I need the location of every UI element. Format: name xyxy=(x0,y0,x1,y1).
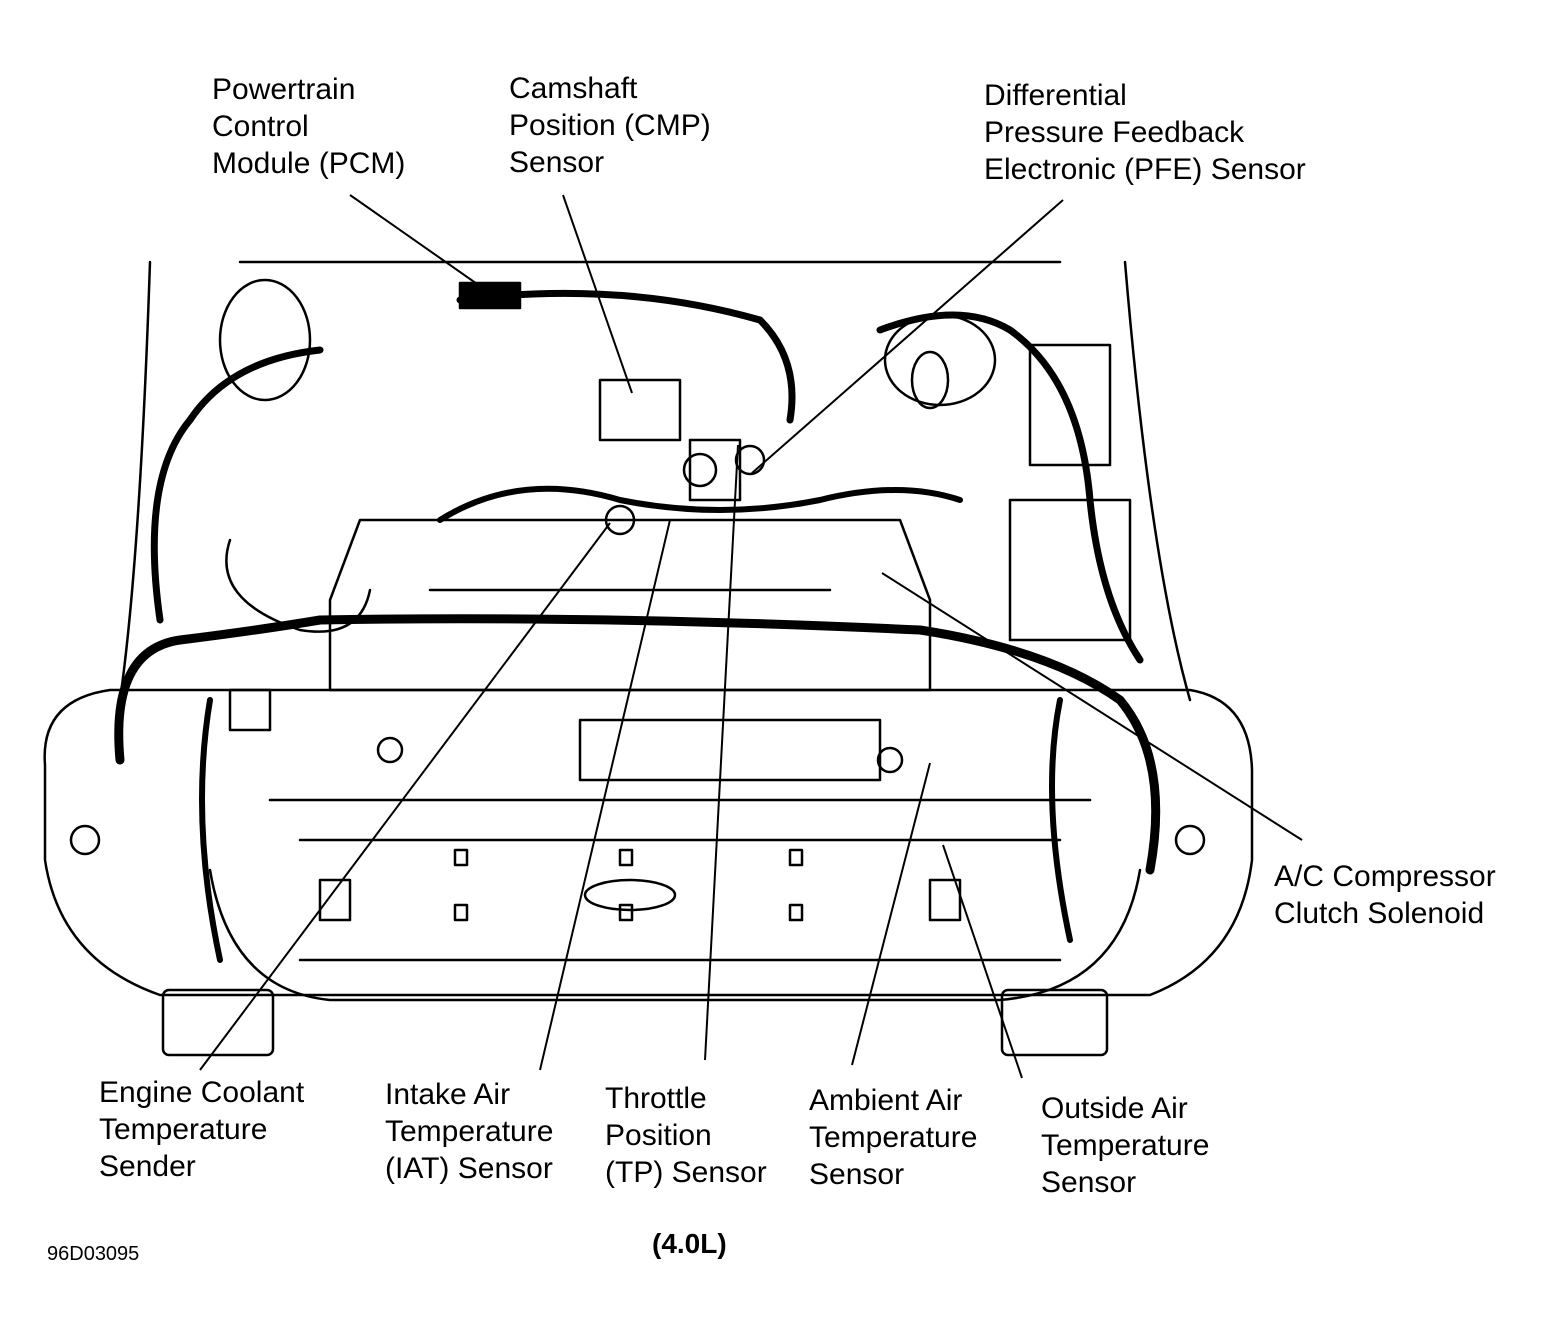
label-cmp-line3: Sensor xyxy=(509,146,605,179)
label-ect-line2: Temperature xyxy=(99,1113,268,1146)
label-ambient-line2: Temperature xyxy=(809,1121,978,1154)
body-outline xyxy=(118,260,152,702)
label-outside: Outside Air Temperature Sensor xyxy=(1041,1090,1209,1201)
label-outside-line3: Sensor xyxy=(1041,1166,1137,1199)
label-tp-line3: (TP) Sensor xyxy=(605,1156,767,1189)
engine-block xyxy=(328,518,932,692)
leader-ambient xyxy=(851,762,931,1066)
leader-tp xyxy=(704,444,739,1061)
leader-iat xyxy=(539,519,671,1071)
label-iat-line3: (IAT) Sensor xyxy=(385,1152,553,1185)
label-pcm-line2: Control xyxy=(212,110,309,143)
figure-code: 96D03095 xyxy=(47,1243,140,1265)
tow-block-left xyxy=(161,988,275,1057)
label-pfe-line3: Electronic (PFE) Sensor xyxy=(984,153,1306,186)
label-pfe-line1: Differential xyxy=(984,79,1127,112)
leader-outside xyxy=(942,844,1023,1079)
label-ac-line2: Clutch Solenoid xyxy=(1274,897,1485,930)
label-tp: Throttle Position (TP) Sensor xyxy=(605,1080,767,1191)
leader-pfe xyxy=(751,199,1064,474)
tow-block-right xyxy=(1000,988,1109,1057)
label-ambient: Ambient Air Temperature Sensor xyxy=(809,1082,977,1193)
label-ac-line1: A/C Compressor xyxy=(1274,860,1496,893)
leader-cmp xyxy=(562,194,633,394)
label-iat-line1: Intake Air xyxy=(385,1078,511,1111)
label-pfe: Differential Pressure Feedback Electroni… xyxy=(984,77,1306,188)
front-fender xyxy=(43,688,1254,997)
leader-ect xyxy=(199,522,611,1071)
label-outside-line2: Temperature xyxy=(1041,1129,1210,1162)
label-ect: Engine Coolant Temperature Sender xyxy=(99,1074,304,1185)
label-iat-line2: Temperature xyxy=(385,1115,554,1148)
battery xyxy=(1008,498,1132,642)
label-cmp-line1: Camshaft xyxy=(509,72,638,105)
label-cmp-line2: Position (CMP) xyxy=(509,109,711,142)
label-cmp: Camshaft Position (CMP) Sensor xyxy=(509,70,711,181)
wiring-harness-main xyxy=(114,614,1161,875)
label-pfe-line2: Pressure Feedback xyxy=(984,116,1245,149)
bumper xyxy=(208,868,1142,1002)
label-ambient-line1: Ambient Air xyxy=(809,1084,963,1117)
label-tp-line2: Position xyxy=(605,1119,712,1152)
leader-pcm xyxy=(349,194,491,294)
engine-size-caption: (4.0L) xyxy=(652,1228,727,1259)
label-pcm: Powertrain Control Module (PCM) xyxy=(212,71,405,182)
emblem xyxy=(583,878,677,912)
label-ac: A/C Compressor Clutch Solenoid xyxy=(1274,858,1496,932)
label-tp-line1: Throttle xyxy=(605,1082,707,1115)
label-pcm-line1: Powertrain xyxy=(212,73,356,106)
leader-ac xyxy=(881,572,1303,841)
label-outside-line1: Outside Air xyxy=(1041,1092,1188,1125)
label-pcm-line3: Module (PCM) xyxy=(212,147,406,180)
label-ect-line1: Engine Coolant xyxy=(99,1076,305,1109)
label-ect-line3: Sender xyxy=(99,1150,196,1183)
label-iat: Intake Air Temperature (IAT) Sensor xyxy=(385,1076,553,1187)
label-ambient-line3: Sensor xyxy=(809,1158,905,1191)
